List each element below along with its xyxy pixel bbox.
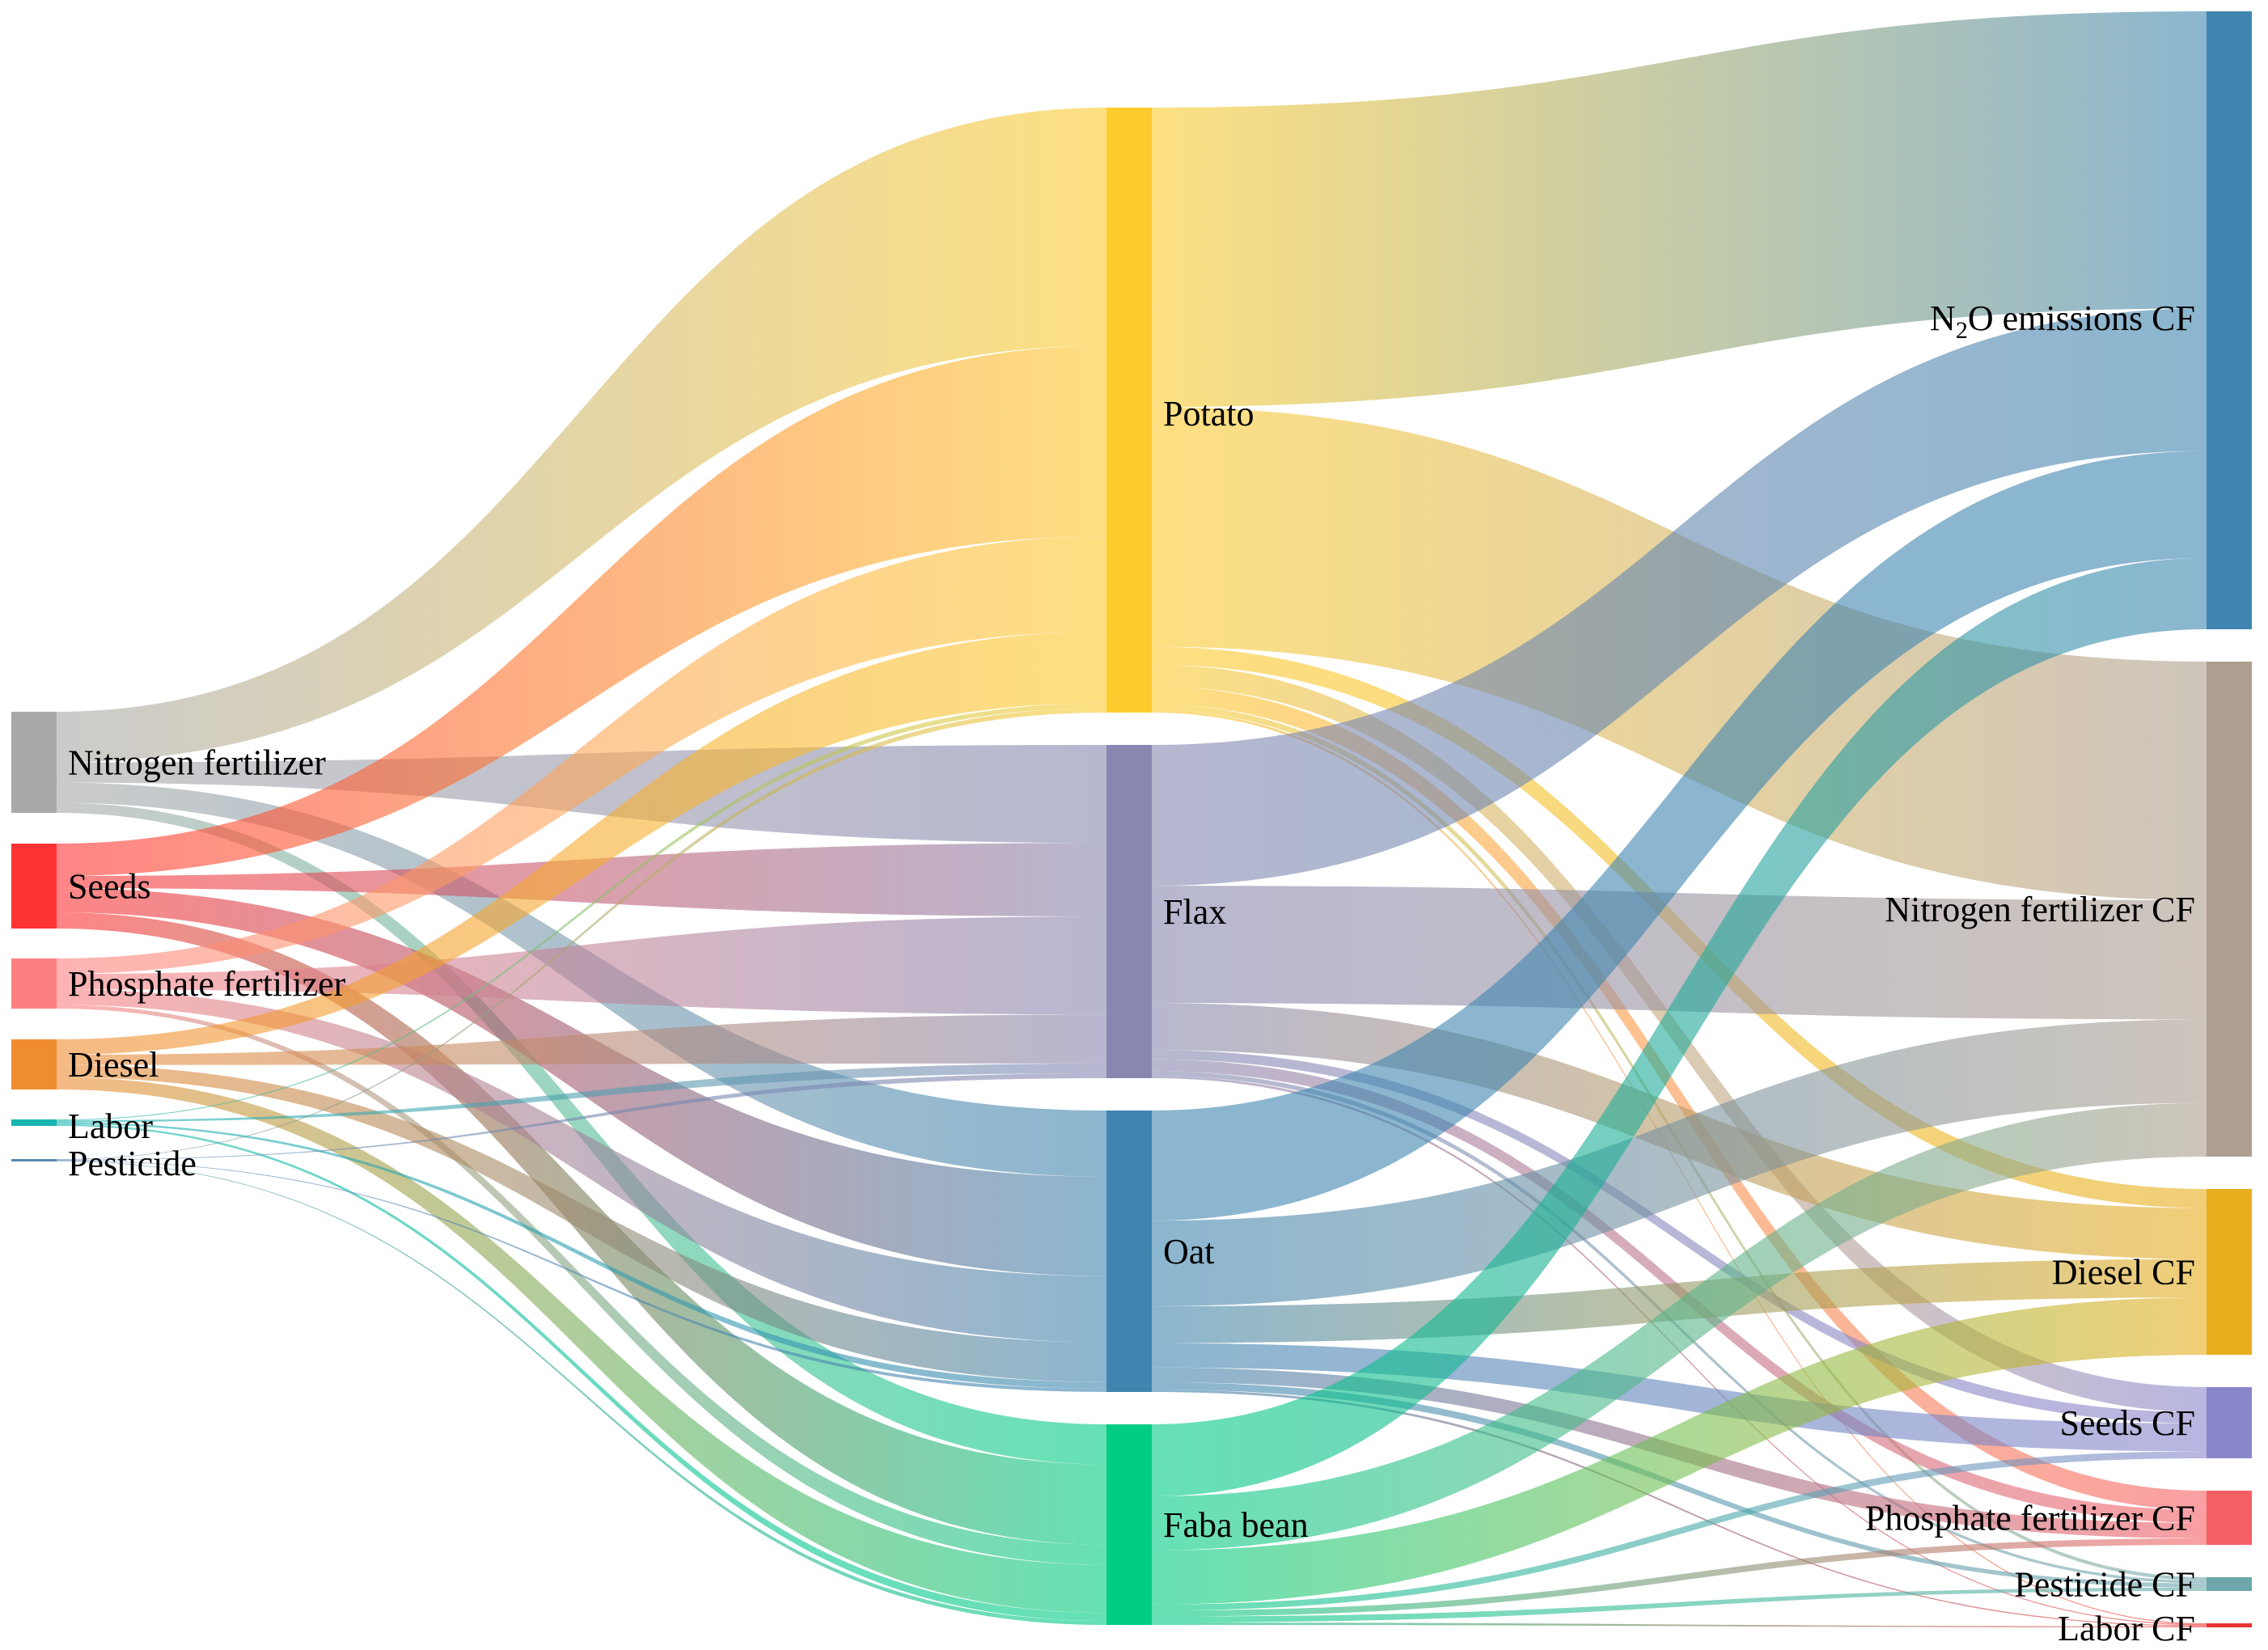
sankey-nodes	[11, 11, 2252, 1627]
link-pf-to-faba	[57, 1005, 1106, 1565]
node-label-pf: Phosphate fertilizer	[68, 964, 346, 1004]
node-pest	[11, 1159, 57, 1161]
link-pest-to-faba	[57, 1161, 1106, 1625]
link-potato-to-pf_cf	[1152, 686, 2207, 1510]
node-label-faba: Faba bean	[1163, 1505, 1309, 1545]
link-faba-to-nf_cf	[1152, 1102, 2207, 1551]
node-oat	[1106, 1111, 1152, 1392]
link-potato-to-n2o_cf	[1152, 11, 2207, 408]
link-pf-to-oat	[57, 989, 1106, 1343]
link-faba-to-n2o_cf	[1152, 557, 2207, 1497]
link-oat-to-nf_cf	[1152, 1019, 2207, 1307]
node-potato	[1106, 108, 1152, 713]
link-faba-to-labor_cf	[1152, 1622, 2207, 1627]
node-faba	[1106, 1424, 1152, 1625]
link-pest-to-flax	[57, 1072, 1106, 1161]
node-seeds	[11, 844, 57, 929]
node-label-pest_cf: Pesticide CF	[2014, 1565, 2195, 1605]
node-label-seeds_cf: Seeds CF	[2060, 1403, 2195, 1443]
link-flax-to-seeds_cf	[1152, 1050, 2207, 1424]
link-faba-to-pf_cf	[1152, 1538, 2207, 1617]
node-diesel_cf	[2207, 1189, 2252, 1355]
node-label-potato: Potato	[1163, 394, 1254, 434]
link-diesel-to-flax	[57, 1014, 1106, 1065]
node-label-diesel_cf: Diesel CF	[2052, 1253, 2195, 1292]
link-seeds-to-flax	[57, 843, 1106, 917]
link-labor-to-oat	[57, 1122, 1106, 1389]
link-oat-to-pest_cf	[1152, 1381, 2207, 1588]
link-labor-to-potato	[57, 703, 1106, 1121]
node-pest_cf	[2207, 1577, 2252, 1591]
node-labor_cf	[2207, 1623, 2252, 1627]
link-seeds-to-oat	[57, 888, 1106, 1276]
node-label-oat: Oat	[1163, 1232, 1215, 1271]
link-flax-to-nf_cf	[1152, 886, 2207, 1020]
node-label-pest: Pesticide	[68, 1144, 197, 1183]
node-label-labor_cf: Labor CF	[2058, 1609, 2195, 1648]
node-label-pf_cf: Phosphate fertilizer CF	[1865, 1499, 2195, 1538]
link-faba-to-diesel_cf	[1152, 1297, 2207, 1605]
node-labor	[11, 1119, 57, 1126]
node-label-labor: Labor	[68, 1106, 153, 1146]
link-diesel-to-faba	[57, 1077, 1106, 1614]
node-label-flax: Flax	[1163, 892, 1226, 932]
node-pf	[11, 958, 57, 1009]
node-label-diesel: Diesel	[68, 1045, 159, 1085]
node-label-seeds: Seeds	[68, 867, 151, 907]
link-pest-to-oat	[57, 1160, 1106, 1392]
sankey-links	[57, 11, 2207, 1627]
link-diesel-to-oat	[57, 1064, 1106, 1382]
link-oat-to-n2o_cf	[1152, 451, 2207, 1221]
node-flax	[1106, 745, 1152, 1078]
node-pf_cf	[2207, 1491, 2252, 1545]
node-label-n2o_cf: N2O emissions CF	[1930, 298, 2195, 344]
link-faba-to-pest_cf	[1152, 1587, 2207, 1623]
link-pest-to-potato	[57, 708, 1106, 1160]
node-n2o_cf	[2207, 11, 2252, 629]
link-pf-to-flax	[57, 916, 1106, 1015]
node-seeds_cf	[2207, 1387, 2252, 1458]
link-nf-to-potato	[57, 108, 1106, 763]
node-label-nf_cf: Nitrogen fertilizer CF	[1885, 890, 2195, 929]
node-diesel	[11, 1039, 57, 1089]
node-nf	[11, 712, 57, 813]
node-nf_cf	[2207, 662, 2252, 1157]
link-faba-to-seeds_cf	[1152, 1451, 2207, 1611]
link-labor-to-faba	[57, 1123, 1106, 1622]
link-flax-to-n2o_cf	[1152, 308, 2207, 886]
link-oat-to-labor_cf	[1152, 1389, 2207, 1627]
link-pf-to-potato	[57, 536, 1106, 975]
link-diesel-to-potato	[57, 631, 1106, 1055]
node-label-nf: Nitrogen fertilizer	[68, 743, 326, 783]
link-seeds-to-potato	[57, 345, 1106, 877]
link-labor-to-flax	[57, 1063, 1106, 1123]
